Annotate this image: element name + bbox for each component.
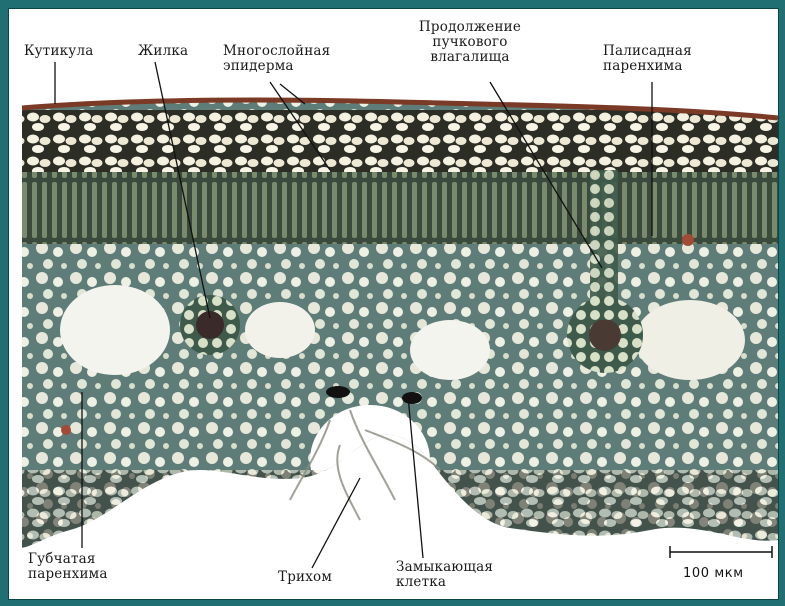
label-vein: Жилка — [138, 44, 188, 59]
label-trichome: Трихом — [278, 570, 332, 585]
label-spongy-parenchyma: Губчатая паренхима — [28, 552, 108, 582]
label-multilayer-epidermis: Многослойная эпидерма — [223, 44, 330, 74]
scale-bar-label: 100 мкм — [683, 566, 744, 581]
label-cuticle: Кутикула — [24, 44, 93, 59]
label-guard-cell: Замыкающая клетка — [396, 560, 493, 590]
label-palisade-parenchyma: Палисадная паренхима — [603, 44, 692, 74]
label-bundle-sheath-extension: Продолжение пучкового влагалища — [410, 20, 530, 65]
scale-bar — [670, 546, 772, 558]
